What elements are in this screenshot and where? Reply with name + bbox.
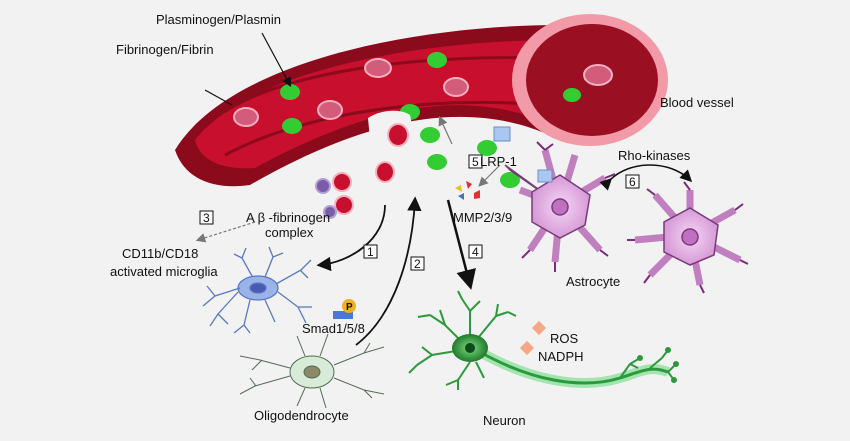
oligodendrocyte-cell [239,333,385,409]
ros-marker [531,320,547,336]
arrow-4 [446,199,476,290]
label-complex: complex [265,225,314,240]
step-6: 6 [629,175,636,189]
arrow-2 [355,196,422,346]
label-plasminogen: Plasminogen/Plasmin [156,12,281,27]
nadph-marker [519,340,535,356]
step-2: 2 [414,257,421,271]
astrocyte-1 [504,141,616,272]
rho-kinase-arrow [599,164,693,191]
plasmin-pointer [261,32,292,88]
mmp-molecules [455,181,480,200]
phosphate-badge [342,299,356,313]
label-lrp1: LRP-1 [480,154,517,169]
label-activated-microglia: activated microglia [110,264,218,279]
plasminogen-dot [427,52,447,68]
step-boxes [199,154,640,271]
fibrin-cell [364,58,392,78]
leaked-cells [315,123,520,219]
microglia-cell [202,246,312,334]
label-oligodendrocyte: Oligodendrocyte [254,408,349,423]
fibrin-pointer [204,89,233,106]
label-fibrinogen: Fibrinogen/Fibrin [116,42,214,57]
label-mmp: MMP2/3/9 [453,210,512,225]
label-smad: Smad1/5/8 [302,321,365,336]
label-blood-vessel: Blood vessel [660,95,734,110]
label-nadph: NADPH [538,349,584,364]
label-cd11b: CD11b/CD18 [122,246,198,261]
label-neuron: Neuron [483,413,526,428]
step-numbers: 3 1 2 4 5 6 [203,155,636,271]
label-p: P [346,302,353,313]
label-rho-kinases: Rho-kinases [618,148,691,163]
label-ab-fibrinogen: A β -fibrinogen [246,210,330,225]
label-astrocyte: Astrocyte [566,274,620,289]
arrow-lrp-mmp [478,164,501,187]
astrocyte-2 [627,181,749,294]
blood-vessel [175,14,668,187]
step-4: 4 [472,245,479,259]
neuron-cell [408,290,679,390]
step-3: 3 [203,211,210,225]
step-1: 1 [367,245,374,259]
step-5: 5 [472,155,479,169]
smad-bar [333,311,353,319]
label-ros: ROS [550,331,579,346]
arrow-5-up [438,115,453,145]
